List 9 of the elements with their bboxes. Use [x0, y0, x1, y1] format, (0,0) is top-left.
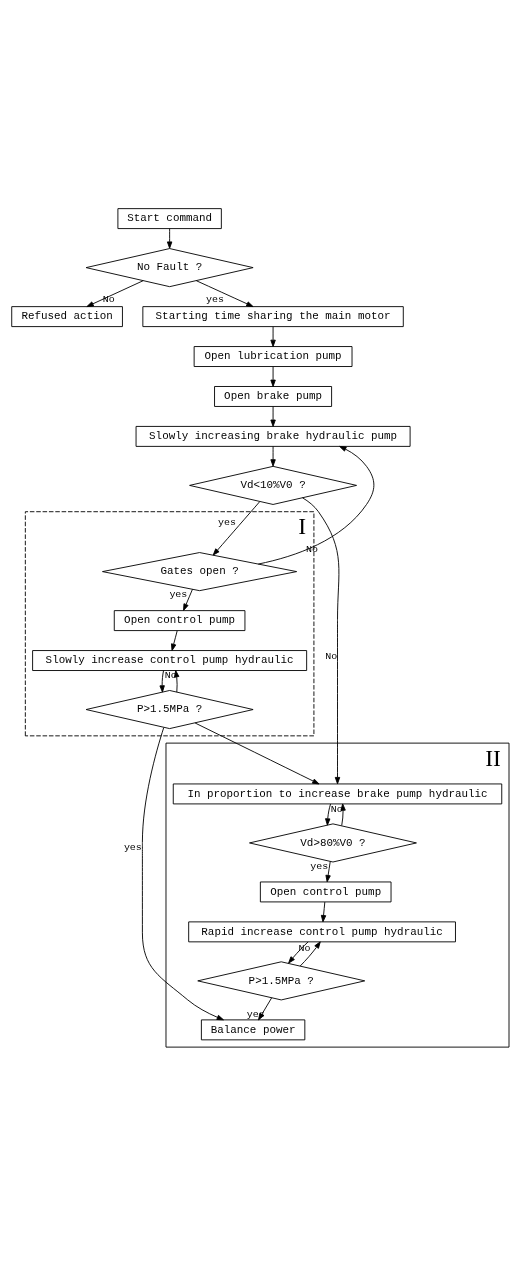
edge-label: yes	[310, 860, 329, 872]
edge-label: No	[330, 803, 343, 815]
edge-label: yes	[206, 293, 225, 305]
edge-label: yes	[169, 588, 188, 600]
edge-label: No	[325, 650, 338, 662]
edge-label: No	[102, 293, 115, 305]
edge-label: yes	[218, 516, 236, 528]
edge-label: yes	[123, 841, 142, 853]
edge-label: yes	[246, 1008, 265, 1020]
